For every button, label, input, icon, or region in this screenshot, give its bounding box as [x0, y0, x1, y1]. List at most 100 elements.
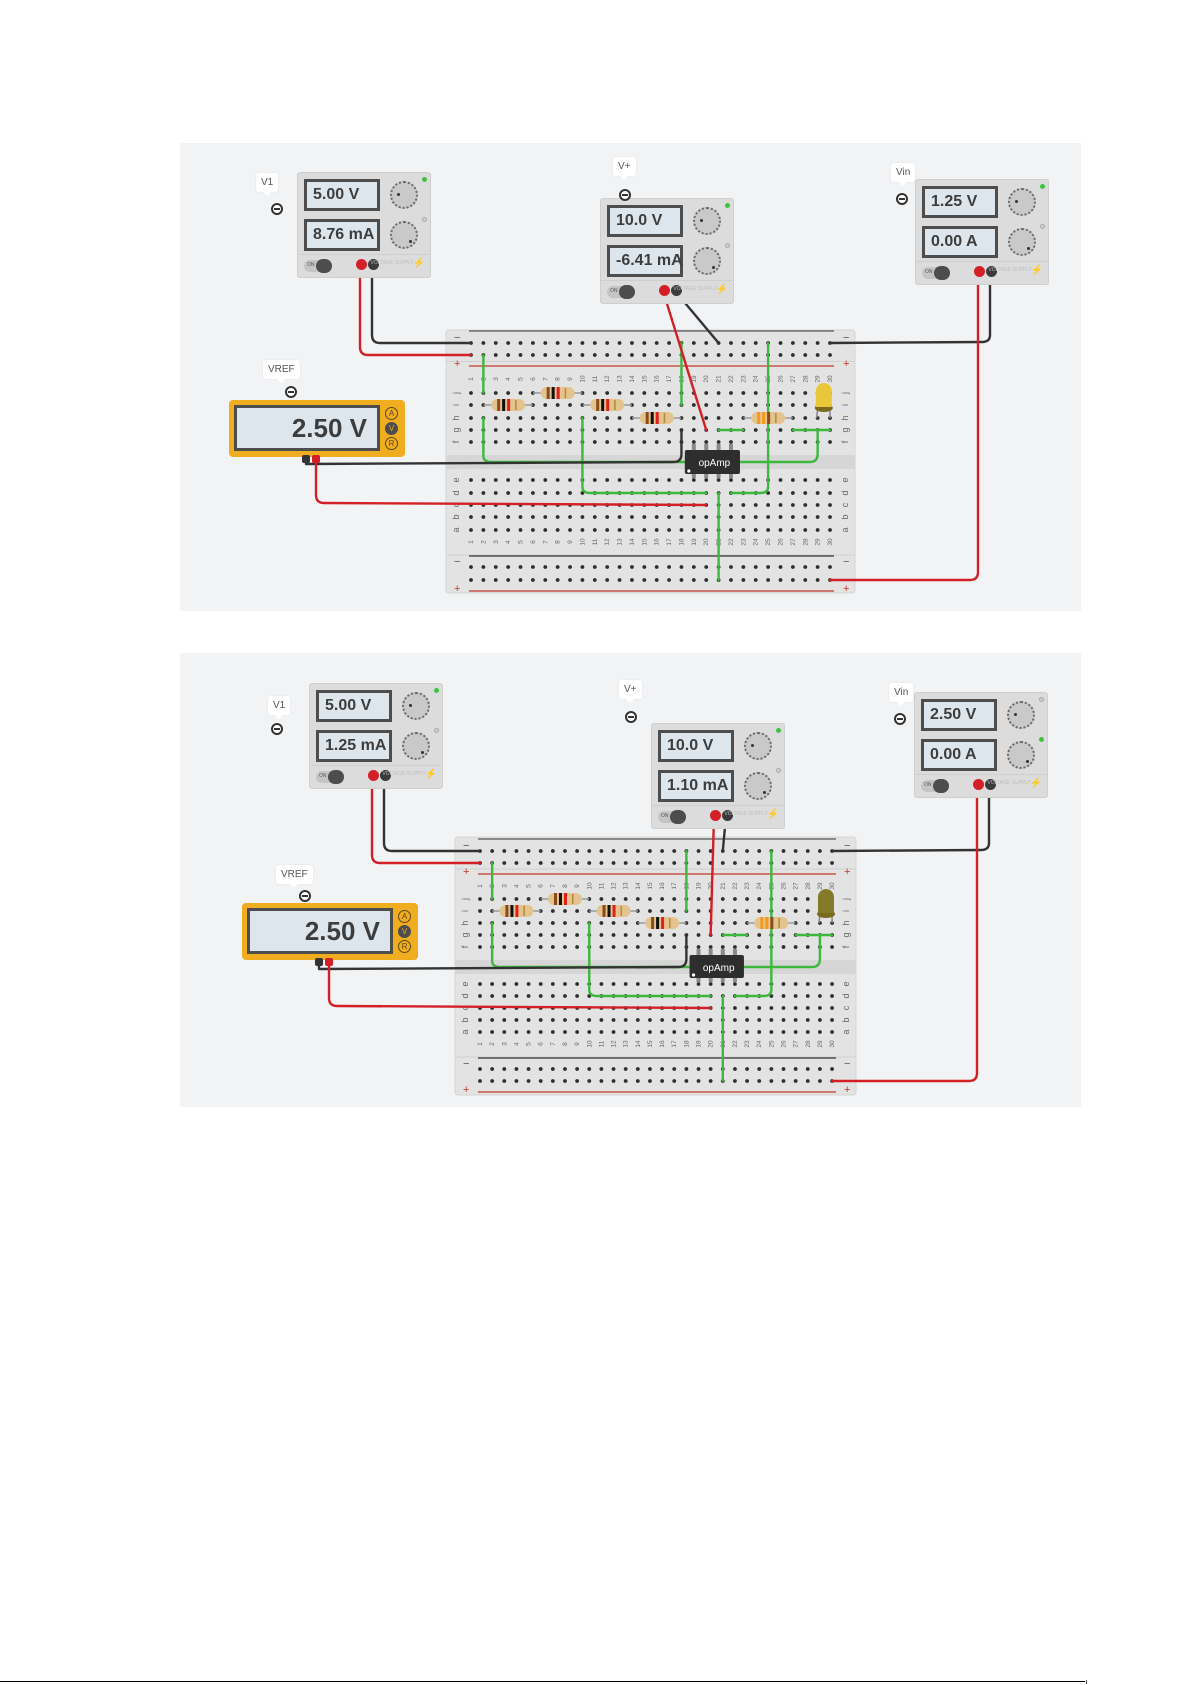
meter-plug-common[interactable] [315, 958, 323, 966]
breadboard-hole[interactable] [733, 945, 737, 949]
rail-hole[interactable] [490, 849, 495, 853]
current-knob[interactable] [1008, 228, 1036, 256]
breadboard-hole[interactable] [716, 440, 721, 444]
breadboard-hole[interactable] [635, 945, 640, 949]
jumper-wire-green[interactable] [490, 921, 704, 969]
breadboard-hole[interactable] [518, 515, 523, 519]
breadboard-hole[interactable] [753, 515, 758, 519]
breadboard-hole[interactable] [830, 982, 834, 986]
rail-hole[interactable] [599, 1079, 604, 1083]
rail-hole[interactable] [642, 353, 647, 357]
breadboard-hole[interactable] [679, 515, 684, 519]
meter-plug-common[interactable] [302, 455, 310, 463]
breadboard-hole[interactable] [605, 440, 610, 444]
rail-hole[interactable] [648, 1067, 652, 1071]
rail-hole[interactable] [803, 565, 808, 569]
breadboard-hole[interactable] [805, 945, 810, 949]
breadboard-hole[interactable] [630, 428, 634, 432]
rail-hole[interactable] [805, 849, 810, 853]
rail-hole[interactable] [481, 578, 486, 582]
breadboard-hole[interactable] [720, 982, 725, 986]
breadboard-hole[interactable] [592, 440, 597, 444]
breadboard-hole[interactable] [526, 1018, 531, 1022]
breadboard-hole[interactable] [617, 528, 622, 532]
breadboard-hole[interactable] [691, 440, 696, 444]
rail-hole[interactable] [733, 1079, 737, 1083]
collapse-icon[interactable] [625, 711, 637, 723]
breadboard-hole[interactable] [543, 478, 548, 482]
rail-hole[interactable] [605, 578, 610, 582]
rail-hole[interactable] [518, 565, 523, 569]
breadboard-hole[interactable] [617, 478, 622, 482]
breadboard-hole[interactable] [815, 503, 820, 507]
rail-hole[interactable] [506, 565, 511, 569]
breadboard-hole[interactable] [623, 982, 628, 986]
breadboard-hole[interactable] [757, 909, 762, 913]
resistor[interactable] [743, 412, 793, 424]
collapse-icon[interactable] [285, 386, 297, 398]
rail-hole[interactable] [550, 1079, 555, 1083]
breadboard-hole[interactable] [506, 528, 511, 532]
breadboard-hole[interactable] [672, 897, 677, 901]
rail-hole[interactable] [635, 1067, 640, 1071]
breadboard-hole[interactable] [469, 515, 473, 519]
breadboard-hole[interactable] [555, 403, 560, 407]
breadboard-hole[interactable] [550, 921, 555, 925]
breadboard-hole[interactable] [506, 515, 511, 519]
rail-hole[interactable] [696, 861, 701, 865]
breadboard-hole[interactable] [611, 1018, 616, 1022]
breadboard-hole[interactable] [568, 403, 572, 407]
rail-hole[interactable] [518, 578, 523, 582]
breadboard-hole[interactable] [555, 515, 560, 519]
rail-hole[interactable] [757, 1067, 762, 1071]
breadboard-hole[interactable] [568, 515, 572, 519]
breadboard-hole[interactable] [563, 945, 567, 949]
breadboard-hole[interactable] [514, 982, 519, 986]
rail-hole[interactable] [587, 861, 592, 865]
breadboard-hole[interactable] [538, 1018, 543, 1022]
rail-hole[interactable] [617, 341, 622, 345]
rail-hole[interactable] [543, 353, 548, 357]
rail-hole[interactable] [611, 849, 616, 853]
breadboard-hole[interactable] [502, 921, 507, 925]
rail-hole[interactable] [531, 565, 535, 569]
breadboard-hole[interactable] [642, 528, 647, 532]
breadboard-hole[interactable] [778, 391, 783, 395]
breadboard-hole[interactable] [704, 528, 709, 532]
breadboard-hole[interactable] [493, 515, 498, 519]
breadboard-hole[interactable] [654, 391, 659, 395]
breadboard-hole[interactable] [599, 982, 604, 986]
breadboard-hole[interactable] [654, 515, 659, 519]
breadboard-hole[interactable] [605, 515, 610, 519]
breadboard-hole[interactable] [741, 503, 746, 507]
breadboard-hole[interactable] [733, 1030, 737, 1034]
breadboard-hole[interactable] [514, 897, 519, 901]
breadboard-hole[interactable] [781, 945, 786, 949]
rail-hole[interactable] [805, 1079, 810, 1083]
breadboard-hole[interactable] [803, 478, 808, 482]
breadboard-hole[interactable] [580, 391, 585, 395]
rail-hole[interactable] [550, 861, 555, 865]
resistor[interactable] [483, 399, 533, 411]
collapse-icon[interactable] [299, 890, 311, 902]
breadboard-hole[interactable] [691, 416, 696, 420]
rail-hole[interactable] [469, 565, 473, 569]
breadboard-hole[interactable] [778, 528, 783, 532]
rail-hole[interactable] [642, 565, 647, 569]
rail-hole[interactable] [733, 861, 737, 865]
breadboard-hole[interactable] [478, 933, 482, 937]
breadboard-hole[interactable] [684, 1030, 689, 1034]
rail-hole[interactable] [514, 849, 519, 853]
rail-hole[interactable] [648, 861, 652, 865]
rail-hole[interactable] [803, 353, 808, 357]
breadboard-hole[interactable] [805, 921, 810, 925]
component-label-vref[interactable]: VREF [276, 865, 313, 888]
breadboard-hole[interactable] [648, 1018, 652, 1022]
rail-hole[interactable] [543, 341, 548, 345]
breadboard-hole[interactable] [514, 994, 519, 998]
negative-terminal[interactable] [671, 285, 682, 296]
breadboard-hole[interactable] [781, 933, 786, 937]
rail-hole[interactable] [672, 861, 677, 865]
breadboard-hole[interactable] [830, 945, 834, 949]
rail-hole[interactable] [617, 565, 622, 569]
